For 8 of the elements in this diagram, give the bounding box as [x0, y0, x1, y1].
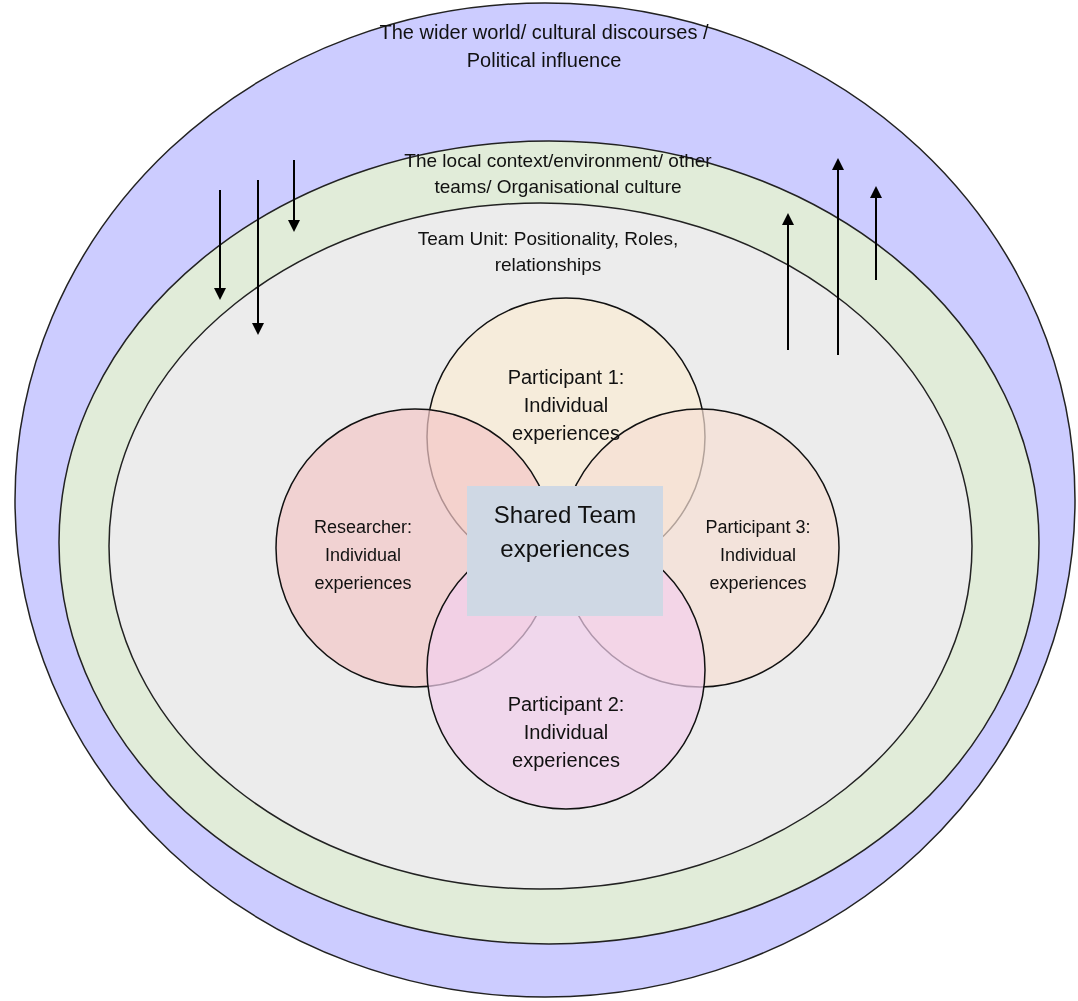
node-label: Participant 2: Individual experiences — [506, 692, 626, 773]
node-label: Participant 1: Individual experiences — [506, 365, 626, 446]
node-label: Team Unit: Positionality, Roles, relationships — [416, 227, 680, 277]
node-label: Researcher: Individual experiences — [312, 516, 413, 595]
node-label: Participant 3: Individual experiences — [704, 516, 812, 595]
node-label: The wider world/ cultural discourses / Political influence — [378, 20, 710, 73]
shared-box — [467, 486, 663, 616]
node-label: Shared Team experiences — [492, 500, 638, 564]
